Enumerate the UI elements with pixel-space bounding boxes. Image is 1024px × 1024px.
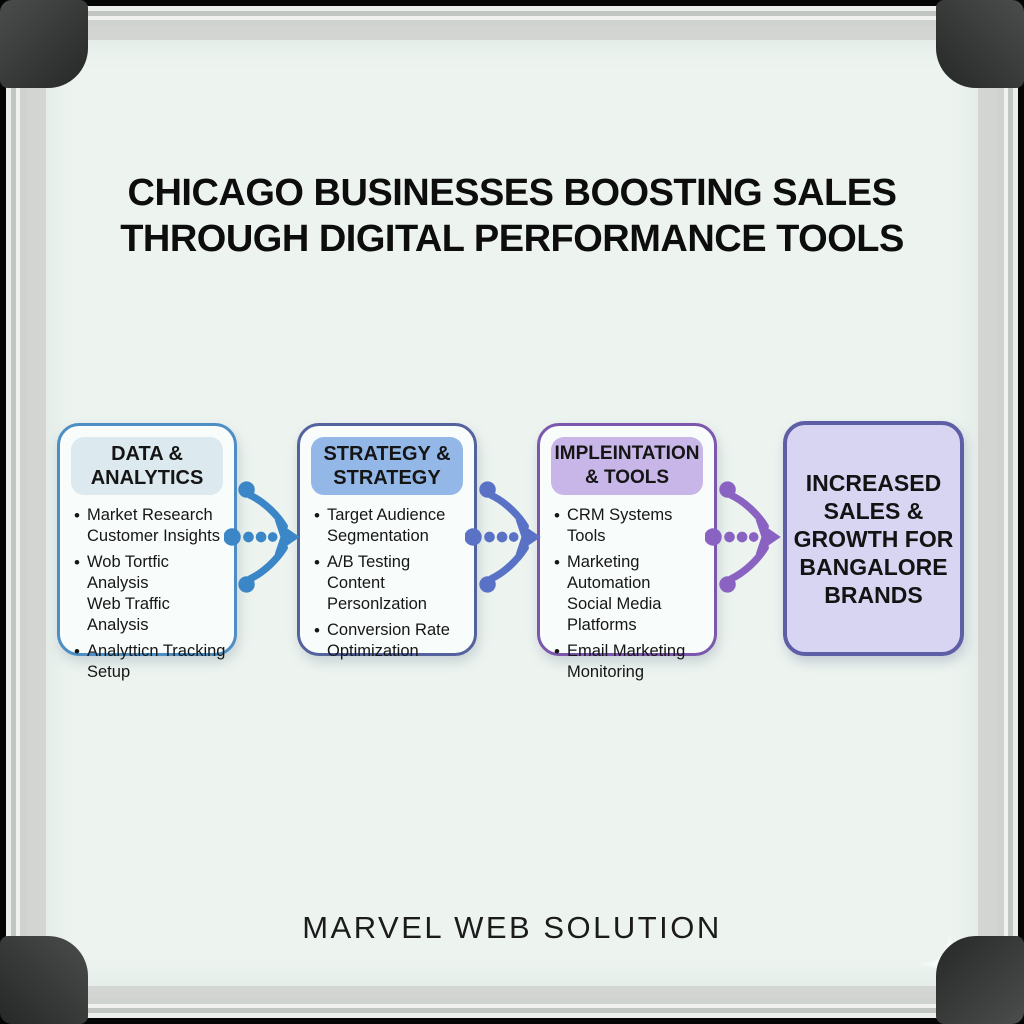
stage-bullet-list: CRM Systems Tools Marketing Automation S… (540, 505, 714, 683)
brand-watermark: MARVEL WEB SOLUTION (302, 910, 722, 945)
diagram-title: CHICAGO BUSINESSES BOOSTING SALES THROUG… (0, 170, 1024, 262)
stage-bullet-list: Market Research Customer Insights Wob To… (60, 505, 234, 683)
flow-arrow-icon (465, 477, 543, 597)
bullet-item: Analytticn Tracking Setup (74, 641, 230, 683)
flow-arrow-icon (224, 477, 302, 597)
flow-arrow-icon (705, 477, 783, 597)
stage-bullet-list: Target Audience Segmentation A/B Testing… (300, 505, 474, 662)
title-line-2: THROUGH DIGITAL PERFORMANCE TOOLS (120, 218, 904, 260)
result-box-increased-sales: INCREASED SALES & GROWTH FOR BANGALORE B… (783, 421, 964, 656)
bullet-item: Conversion Rate Optimization (314, 620, 470, 662)
stage-box-data-analytics: DATA & ANALYTICS Market Research Custome… (57, 423, 237, 681)
stage-header: DATA & ANALYTICS (71, 437, 223, 495)
stage-header: STRATEGY & STRATEGY (311, 437, 463, 495)
stage-header: IMPLEINTATION & TOOLS (551, 437, 703, 495)
corner-cap-bottom-right (936, 936, 1024, 1024)
bullet-item: Market Research Customer Insights (74, 505, 230, 547)
corner-cap-top-right (936, 0, 1024, 88)
corner-cap-top-left (0, 0, 88, 88)
bullet-item: Wob Tortfic Analysis Web Traffic Analysi… (74, 552, 230, 636)
corner-cap-bottom-left (0, 936, 88, 1024)
stage-box-strategy: STRATEGY & STRATEGY Target Audience Segm… (297, 423, 477, 660)
stage-box-implementation-tools: IMPLEINTATION & TOOLS CRM Systems Tools … (537, 423, 717, 681)
bullet-item: CRM Systems Tools (554, 505, 710, 547)
title-line-1: CHICAGO BUSINESSES BOOSTING SALES (127, 172, 897, 214)
bullet-item: A/B Testing Content Personlzation (314, 552, 470, 615)
bullet-item: Email Marketing Monitoring (554, 641, 710, 683)
bullet-item: Target Audience Segmentation (314, 505, 470, 547)
bullet-item: Marketing Automation Social Media Platfo… (554, 552, 710, 636)
